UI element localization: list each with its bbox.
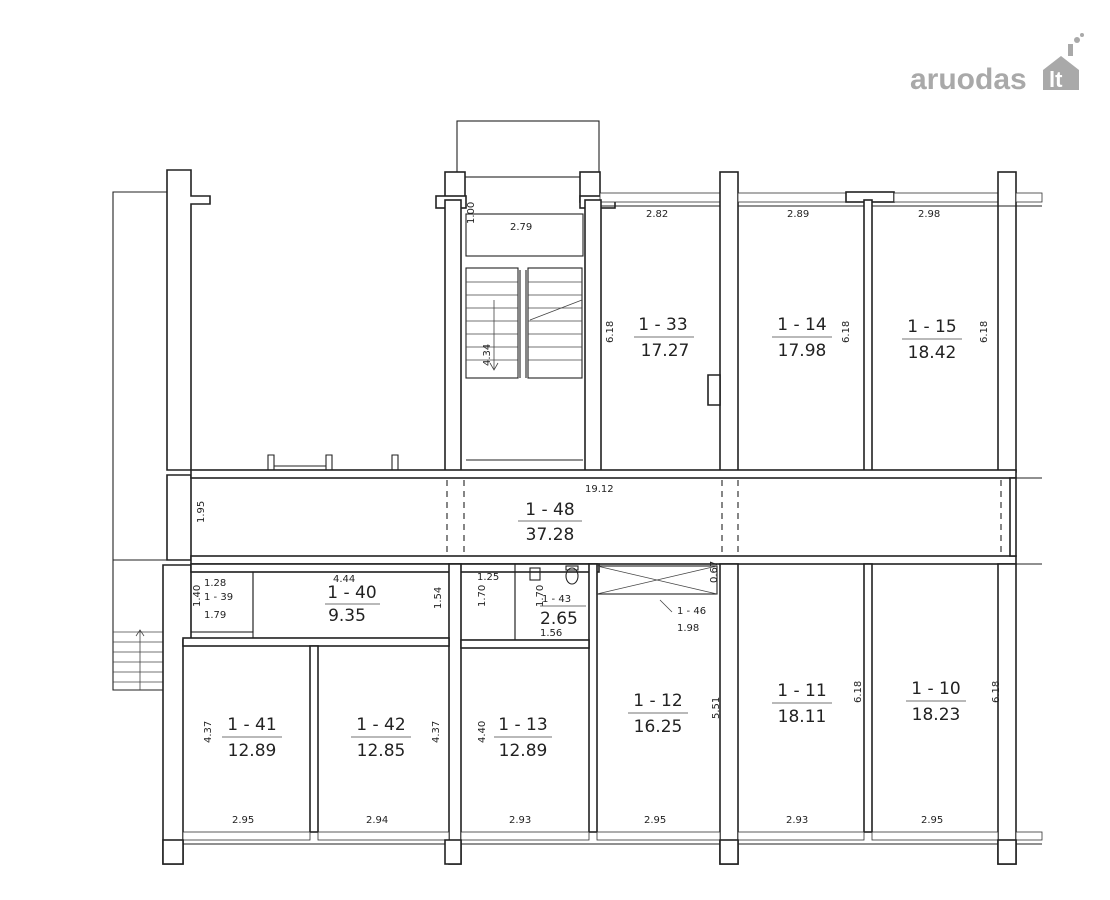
svg-text:1.56: 1.56 xyxy=(540,628,562,639)
svg-text:1 - 33: 1 - 33 xyxy=(638,315,687,335)
aruodas-logo: aruodas lt xyxy=(910,33,1084,96)
svg-text:12.89: 12.89 xyxy=(228,741,277,761)
svg-text:17.27: 17.27 xyxy=(641,341,690,361)
svg-text:2.98: 2.98 xyxy=(918,209,940,220)
room-1-13: 1 - 13 12.89 xyxy=(494,715,552,761)
room-1-33: 1 - 33 17.27 xyxy=(634,315,694,361)
svg-text:1 - 13: 1 - 13 xyxy=(498,715,547,735)
room-1-12: 1 - 12 16.25 xyxy=(628,691,688,737)
svg-text:18.11: 18.11 xyxy=(778,707,827,727)
walls xyxy=(162,169,1043,865)
svg-text:1.54: 1.54 xyxy=(433,587,444,609)
room-1-10: 1 - 10 18.23 xyxy=(906,679,966,725)
svg-text:1 - 14: 1 - 14 xyxy=(777,315,826,335)
svg-text:1 - 15: 1 - 15 xyxy=(907,317,956,337)
svg-text:1 - 42: 1 - 42 xyxy=(356,715,405,735)
interior-staircase xyxy=(465,267,583,461)
svg-text:1 - 39: 1 - 39 xyxy=(204,592,233,603)
svg-text:12.85: 12.85 xyxy=(357,741,406,761)
dimension-labels: 1.00 2.79 4.34 2.82 6.18 2.89 6.18 2.98 … xyxy=(192,202,1002,826)
logo-suffix: lt xyxy=(1049,67,1063,92)
svg-text:4.37: 4.37 xyxy=(431,721,442,743)
room-1-42: 1 - 42 12.85 xyxy=(351,715,411,761)
shaft-cross xyxy=(596,565,718,613)
svg-text:1 - 11: 1 - 11 xyxy=(777,681,826,701)
svg-text:1.25: 1.25 xyxy=(477,572,499,583)
svg-text:0.67: 0.67 xyxy=(709,561,720,583)
svg-text:18.42: 18.42 xyxy=(908,343,957,363)
house-icon xyxy=(1043,33,1084,90)
svg-text:1 - 46: 1 - 46 xyxy=(677,606,706,617)
room-labels: 1 - 33 17.27 1 - 14 17.98 1 - 15 18.42 1… xyxy=(204,315,966,761)
svg-text:18.23: 18.23 xyxy=(912,705,961,725)
svg-text:2.95: 2.95 xyxy=(232,815,254,826)
room-1-40: 1 - 40 9.35 xyxy=(325,583,380,626)
svg-text:1.98: 1.98 xyxy=(677,623,699,634)
svg-text:4.44: 4.44 xyxy=(333,574,355,585)
room-1-39: 1 - 39 1.79 xyxy=(204,592,233,621)
exterior-stairs xyxy=(112,191,167,691)
entrance-canopy xyxy=(456,120,600,178)
svg-text:1.28: 1.28 xyxy=(204,578,226,589)
svg-text:2.82: 2.82 xyxy=(646,209,668,220)
svg-text:2.89: 2.89 xyxy=(787,209,809,220)
svg-text:2.94: 2.94 xyxy=(366,815,388,826)
svg-text:5.51: 5.51 xyxy=(711,697,722,719)
svg-text:4.37: 4.37 xyxy=(203,721,214,743)
svg-text:1 - 48: 1 - 48 xyxy=(525,500,574,520)
room-1-48: 1 - 48 37.28 xyxy=(518,500,582,545)
svg-text:6.18: 6.18 xyxy=(853,681,864,703)
svg-text:1 - 40: 1 - 40 xyxy=(327,583,376,603)
svg-text:1 - 41: 1 - 41 xyxy=(227,715,276,735)
room-1-14: 1 - 14 17.98 xyxy=(772,315,832,361)
svg-text:1.95: 1.95 xyxy=(196,501,207,523)
room-1-15: 1 - 15 18.42 xyxy=(902,317,962,363)
svg-text:2.95: 2.95 xyxy=(921,815,943,826)
door-marks xyxy=(267,454,399,470)
svg-text:4.40: 4.40 xyxy=(477,721,488,743)
room-1-41: 1 - 41 12.89 xyxy=(222,715,282,761)
logo-text: aruodas xyxy=(910,63,1027,96)
svg-text:19.12: 19.12 xyxy=(585,484,614,495)
svg-text:1.00: 1.00 xyxy=(466,202,477,224)
svg-text:1 - 43: 1 - 43 xyxy=(542,594,571,605)
svg-text:4.34: 4.34 xyxy=(482,344,493,366)
svg-text:1.70: 1.70 xyxy=(477,585,488,607)
room-1-43: 1 - 43 2.65 xyxy=(540,594,586,629)
svg-text:2.93: 2.93 xyxy=(509,815,531,826)
svg-text:12.89: 12.89 xyxy=(499,741,548,761)
wc-fixtures xyxy=(529,565,579,585)
svg-text:1.79: 1.79 xyxy=(204,610,226,621)
svg-text:2.93: 2.93 xyxy=(786,815,808,826)
room-1-11: 1 - 11 18.11 xyxy=(772,681,832,727)
svg-text:37.28: 37.28 xyxy=(526,525,575,545)
svg-text:6.18: 6.18 xyxy=(605,321,616,343)
svg-text:6.18: 6.18 xyxy=(841,321,852,343)
svg-text:2.95: 2.95 xyxy=(644,815,666,826)
svg-text:6.18: 6.18 xyxy=(979,321,990,343)
room-1-46: 1 - 46 1.98 xyxy=(677,606,706,634)
corridor-openings xyxy=(446,480,1002,556)
svg-text:6.18: 6.18 xyxy=(991,681,1002,703)
svg-text:1 - 12: 1 - 12 xyxy=(633,691,682,711)
svg-text:2.65: 2.65 xyxy=(540,609,578,629)
svg-text:1.40: 1.40 xyxy=(192,585,203,607)
svg-text:1 - 10: 1 - 10 xyxy=(911,679,960,699)
svg-text:17.98: 17.98 xyxy=(778,341,827,361)
svg-text:9.35: 9.35 xyxy=(328,606,366,626)
svg-text:16.25: 16.25 xyxy=(634,717,683,737)
svg-text:1.70: 1.70 xyxy=(535,585,546,607)
svg-text:2.79: 2.79 xyxy=(510,222,532,233)
